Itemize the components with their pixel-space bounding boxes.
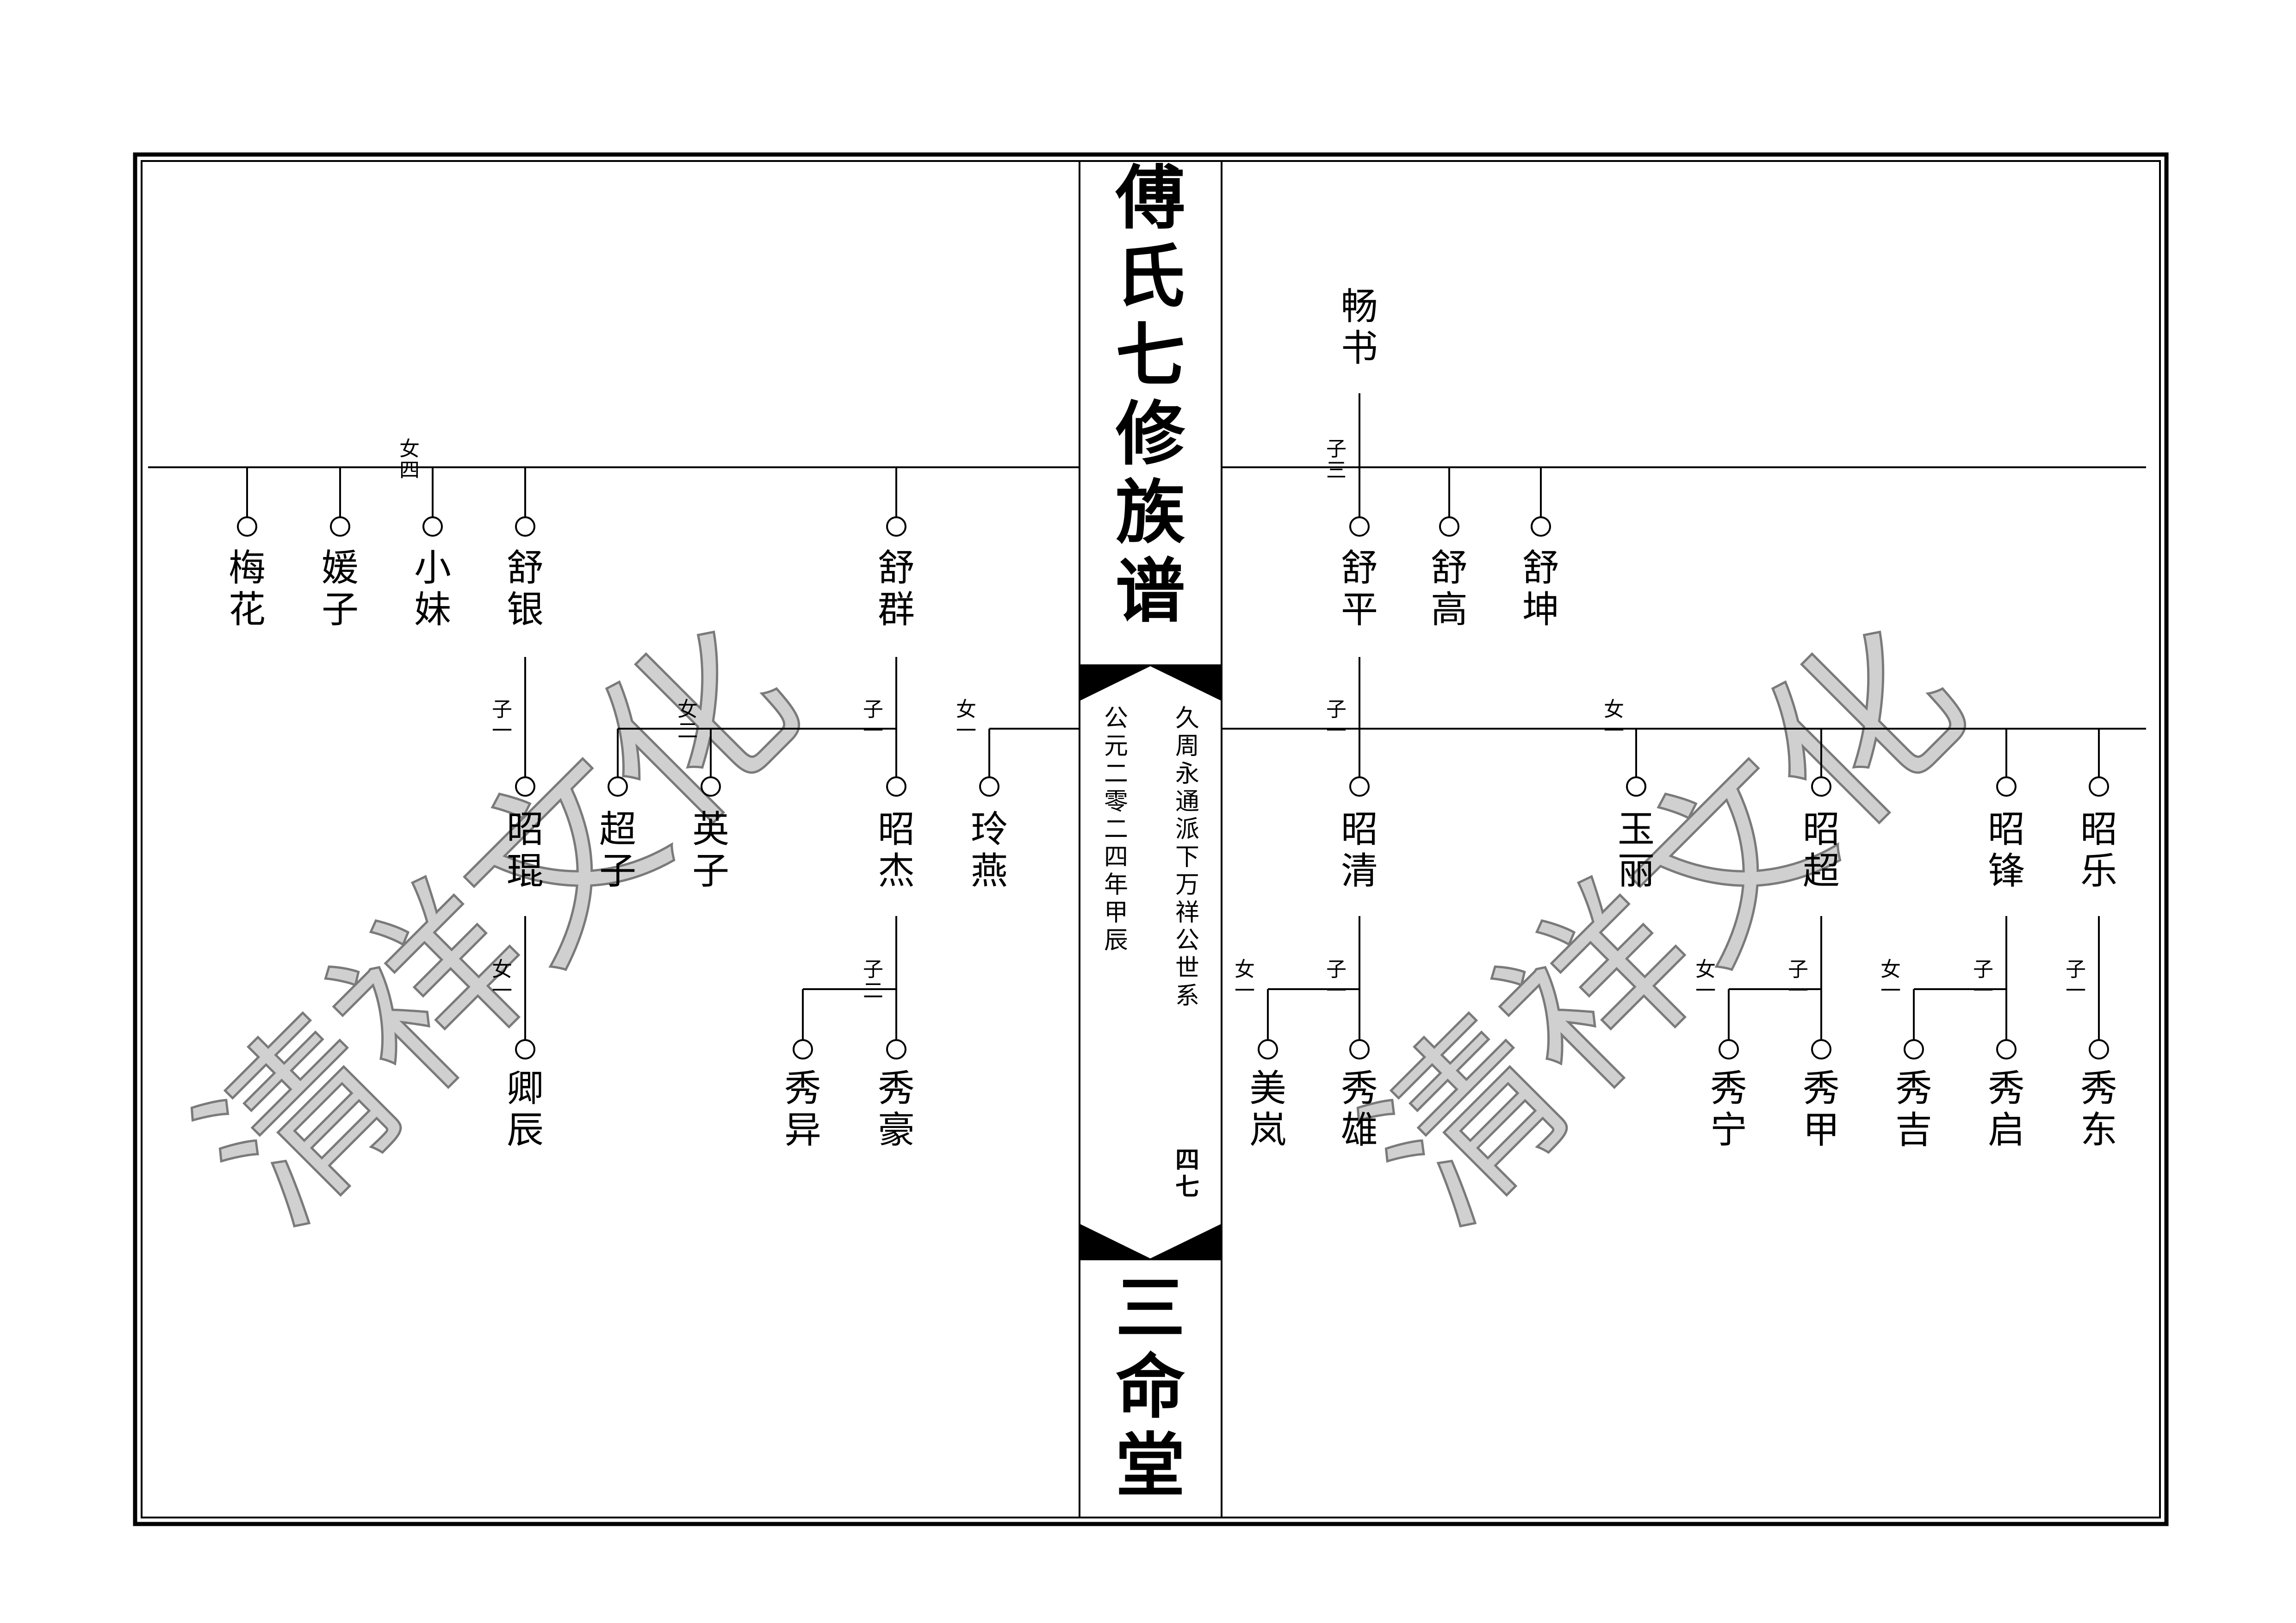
relation-label: 子三: [1326, 437, 1347, 482]
person-name-meilan: 美岚: [1249, 1067, 1286, 1152]
person-name-zhaozi: 超子: [599, 808, 636, 892]
person-marker: [886, 516, 906, 537]
person-marker: [1996, 1039, 2017, 1059]
relation-label: 女一: [1235, 958, 1255, 1003]
person-name-xiuning: 秀宁: [1710, 1067, 1747, 1152]
person-marker: [886, 1039, 906, 1059]
relation-label: 女一: [956, 698, 976, 743]
outer-border: [133, 152, 2169, 1526]
person-name-zhaokun: 昭琨: [507, 808, 544, 892]
relation-label: 子二: [863, 958, 883, 1003]
watermark-text: 清祥文化: [162, 588, 838, 1263]
person-name-lingyan: 玲燕: [971, 808, 1008, 892]
fish-tail-top: [1080, 664, 1222, 701]
person-marker: [1258, 1039, 1278, 1059]
inner-border: [141, 160, 2161, 1518]
person-name-shukun: 舒坤: [1522, 546, 1559, 631]
relation-label: 子一: [1973, 958, 1993, 1003]
person-name-qingchen: 卿辰: [507, 1067, 544, 1152]
person-marker: [1719, 1039, 1739, 1059]
person-name-yuli: 玉丽: [1618, 808, 1655, 892]
person-name-xiuji: 秀吉: [1895, 1067, 1932, 1152]
watermark-text: 清祥文化: [1328, 588, 2004, 1263]
person-marker: [979, 776, 999, 797]
watermark-left: 清祥文化: [161, 586, 838, 1264]
person-name-shugao: 舒高: [1431, 546, 1468, 631]
person-marker: [1996, 776, 2017, 797]
spine: 傅氏七修族谱 三命堂 公元二零二四年甲辰 久周永通派下万祥公世系 四七: [1079, 157, 1222, 1518]
person-name-xiuxiong: 秀雄: [1341, 1067, 1378, 1152]
person-marker: [2089, 1039, 2109, 1059]
relation-label: 女二: [677, 698, 698, 743]
person-name-xiuqi: 秀启: [1988, 1067, 2025, 1152]
person-name-zhaoqing: 昭清: [1341, 808, 1378, 892]
watermark-right: 清祥文化: [1327, 586, 2004, 1264]
person-marker: [1531, 516, 1551, 537]
person-name-zhaole: 昭乐: [2080, 808, 2117, 892]
person-marker: [422, 516, 443, 537]
relation-label: 子一: [863, 698, 883, 743]
relation-label: 女四: [399, 437, 420, 482]
person-marker: [701, 776, 721, 797]
person-marker: [515, 1039, 535, 1059]
spine-hall-name: 三命堂: [1116, 1268, 1185, 1506]
relation-label: 子一: [1788, 958, 1808, 1003]
tree-nodes: [237, 516, 2109, 1059]
person-marker: [1439, 516, 1459, 537]
person-name-shuping: 舒平: [1341, 546, 1378, 631]
person-marker: [2089, 776, 2109, 797]
person-name-xiujia: 秀甲: [1803, 1067, 1840, 1152]
relation-label: 子一: [2066, 958, 2086, 1003]
person-marker: [793, 1039, 813, 1059]
person-marker: [237, 516, 257, 537]
person-name-yingzi: 英子: [692, 808, 729, 892]
person-marker: [1349, 776, 1370, 797]
person-marker: [886, 776, 906, 797]
person-name-xiuhao: 秀豪: [878, 1067, 915, 1152]
person-name-shuqun: 舒群: [878, 546, 915, 631]
person-marker: [1349, 1039, 1370, 1059]
relation-label: 女一: [1880, 958, 1901, 1003]
person-marker: [1904, 1039, 1924, 1059]
spine-date-line: 公元二零二四年甲辰: [1104, 705, 1128, 954]
person-name-meihua: 梅花: [229, 546, 266, 631]
relation-label: 子一: [492, 698, 512, 743]
person-marker: [1626, 776, 1646, 797]
person-name-yuanzi: 媛子: [322, 546, 359, 631]
relation-label: 子一: [1326, 698, 1347, 743]
person-marker: [608, 776, 628, 797]
person-name-zhaojie: 昭杰: [878, 808, 915, 892]
relation-label: 女一: [1695, 958, 1716, 1003]
person-name-shuyin: 舒银: [507, 546, 544, 631]
person-marker: [1811, 1039, 1831, 1059]
person-name-zhaofeng: 昭锋: [1988, 808, 2025, 892]
person-name-changshu: 畅书: [1341, 285, 1378, 370]
relation-label: 子一: [1326, 958, 1347, 1003]
person-name-zhaochao: 昭超: [1803, 808, 1840, 892]
spine-lineage-line: 久周永通派下万祥公世系: [1175, 705, 1199, 1010]
spine-title: 傅氏七修族谱: [1115, 157, 1185, 632]
page-number: 四七: [1175, 1146, 1199, 1201]
person-marker: [515, 776, 535, 797]
relation-label: 女一: [492, 958, 512, 1003]
relation-label: 女一: [1604, 698, 1624, 743]
person-name-xiuyi: 秀异: [784, 1067, 821, 1152]
fish-tail-bottom: [1080, 1224, 1222, 1260]
person-name-xiaomei: 小妹: [414, 546, 451, 631]
person-marker: [515, 516, 535, 537]
person-marker: [330, 516, 350, 537]
person-marker: [1349, 516, 1370, 537]
person-name-xiudong: 秀东: [2080, 1067, 2117, 1152]
person-marker: [1811, 776, 1831, 797]
